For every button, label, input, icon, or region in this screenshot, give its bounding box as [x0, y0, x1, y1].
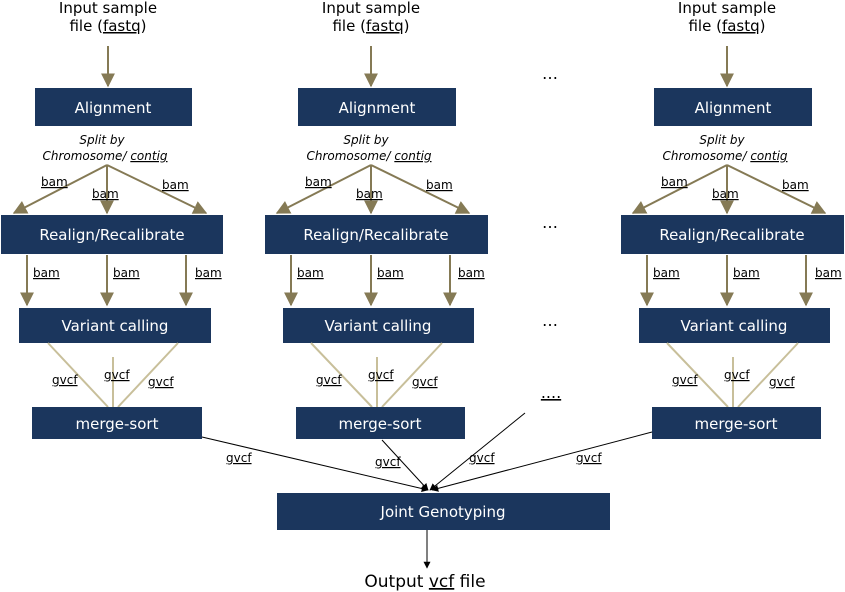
arrow-split-left-3 [631, 164, 728, 214]
bam-label: bam [113, 266, 140, 280]
gvcf-label: gvcf [769, 375, 795, 389]
merge-sort-box-2: merge-sort [296, 407, 465, 439]
merge-sort-box-3: merge-sort [652, 407, 821, 439]
gvcf-label: gvcf [375, 455, 401, 469]
gvcf-label: gvcf [52, 373, 78, 387]
split-label-3b: Chromosome/ contig [662, 149, 787, 163]
bam-label: bam [782, 178, 809, 192]
arrow-merge1-to-joint [201, 436, 429, 492]
input-sample-label-1: Input sample [59, 0, 157, 17]
line-variant-to-merge-1a [47, 342, 109, 408]
realign-box-2: Realign/Recalibrate [265, 215, 488, 254]
gvcf-label: gvcf [672, 373, 698, 387]
arrow-split-left-1 [12, 164, 108, 214]
bam-label: bam [653, 266, 680, 280]
svg-text:Realign/Recalibrate: Realign/Recalibrate [303, 226, 448, 244]
svg-text:Variant calling: Variant calling [325, 317, 432, 335]
line-variant-to-merge-2a [310, 342, 373, 408]
merge-sort-box-1: merge-sort [32, 407, 202, 439]
variant-calling-box-3: Variant calling [639, 308, 830, 343]
input-sample-label-2: Input sample [322, 0, 420, 17]
svg-text:Variant calling: Variant calling [681, 317, 788, 335]
arrow-split-right-2 [370, 164, 471, 214]
bam-label: bam [162, 178, 189, 192]
column-2: Input sample file (fastq) Alignment Spli… [265, 0, 488, 439]
alignment-box-1: Alignment [35, 88, 192, 126]
ellipsis-row-1: … [542, 64, 558, 83]
svg-text:Variant calling: Variant calling [62, 317, 169, 335]
input-file-label-2: file (fastq) [332, 17, 409, 35]
arrow-split-right-3 [726, 164, 827, 214]
line-variant-to-merge-3a [666, 342, 729, 408]
variant-calling-box-2: Variant calling [283, 308, 474, 343]
arrow-merge2-to-joint [381, 439, 429, 491]
gvcf-label: gvcf [412, 375, 438, 389]
line-variant-to-merge-3c [737, 342, 799, 408]
input-file-label-3: file (fastq) [688, 17, 765, 35]
ellipsis-row-4: .... [541, 383, 561, 402]
split-label-1a: Split by [79, 133, 125, 147]
bam-label: bam [458, 266, 485, 280]
input-sample-label-3: Input sample [678, 0, 776, 17]
gvcf-label: gvcf [316, 373, 342, 387]
split-label-1b: Chromosome/ contig [42, 149, 167, 163]
arrow-ellipsis-to-joint [429, 412, 526, 491]
svg-text:Alignment: Alignment [339, 99, 416, 117]
svg-text:Realign/Recalibrate: Realign/Recalibrate [659, 226, 804, 244]
bam-label: bam [815, 266, 842, 280]
bam-label: bam [661, 175, 688, 189]
line-variant-to-merge-2c [381, 342, 443, 408]
line-variant-to-merge-1c [117, 342, 179, 408]
gvcf-label: gvcf [469, 451, 495, 465]
svg-text:merge-sort: merge-sort [76, 415, 159, 433]
gvcf-label: gvcf [148, 375, 174, 389]
gvcf-label: gvcf [104, 368, 130, 382]
bam-label: bam [377, 266, 404, 280]
bam-label: bam [305, 175, 332, 189]
arrow-split-right-1 [106, 164, 208, 214]
svg-text:Alignment: Alignment [695, 99, 772, 117]
variant-calling-box-1: Variant calling [19, 308, 211, 343]
svg-text:merge-sort: merge-sort [339, 415, 422, 433]
arrow-merge3-to-joint [431, 431, 653, 492]
split-label-2a: Split by [343, 133, 389, 147]
svg-text:merge-sort: merge-sort [695, 415, 778, 433]
gvcf-label: gvcf [576, 451, 602, 465]
output-vcf-label: Output vcf file [364, 572, 485, 592]
bam-label: bam [33, 266, 60, 280]
svg-text:Alignment: Alignment [75, 99, 152, 117]
split-label-3a: Split by [699, 133, 745, 147]
arrow-split-left-2 [275, 164, 372, 214]
gvcf-label: gvcf [724, 368, 750, 382]
ellipsis-row-3: … [542, 311, 558, 330]
realign-box-1: Realign/Recalibrate [1, 215, 223, 254]
svg-text:Realign/Recalibrate: Realign/Recalibrate [39, 226, 184, 244]
alignment-box-3: Alignment [654, 88, 812, 126]
ellipsis-row-2: … [542, 213, 558, 232]
realign-box-3: Realign/Recalibrate [621, 215, 844, 254]
alignment-box-2: Alignment [298, 88, 456, 126]
bam-label: bam [92, 187, 119, 201]
bam-label: bam [297, 266, 324, 280]
bam-label: bam [733, 266, 760, 280]
input-file-label-1: file (fastq) [69, 17, 146, 35]
split-label-2b: Chromosome/ contig [306, 149, 431, 163]
svg-text:Joint Genotyping: Joint Genotyping [380, 503, 506, 521]
joint-genotyping-box: Joint Genotyping [277, 493, 610, 530]
column-1: Input sample file (fastq) Alignment Spli… [1, 0, 223, 439]
bam-label: bam [41, 175, 68, 189]
bam-label: bam [712, 187, 739, 201]
bam-label: bam [356, 187, 383, 201]
bam-label: bam [426, 178, 453, 192]
column-3: Input sample file (fastq) Alignment Spli… [621, 0, 844, 439]
bam-label: bam [195, 266, 222, 280]
gvcf-label: gvcf [368, 368, 394, 382]
gvcf-label: gvcf [226, 451, 252, 465]
